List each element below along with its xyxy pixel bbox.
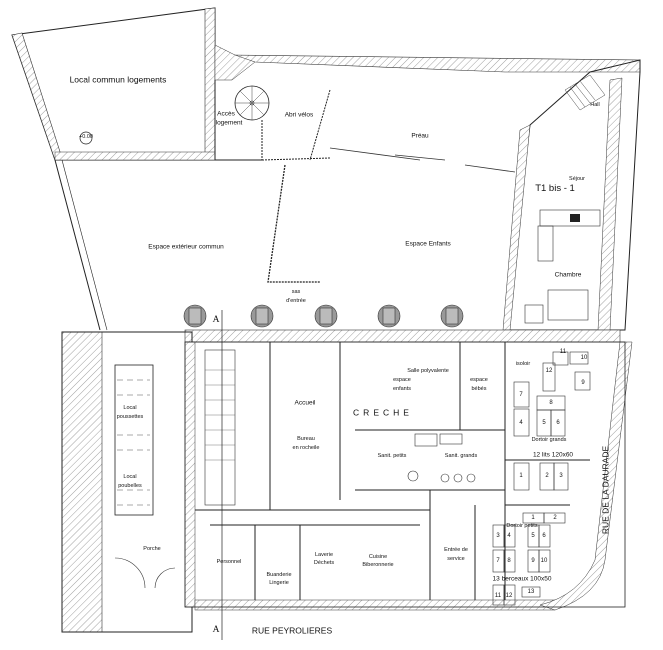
room-cuisine-1: Cuisine	[368, 554, 388, 561]
room-bureau-1: Bureau	[297, 436, 315, 443]
room-salle-polyvalente: Salle polyvalente	[407, 368, 449, 375]
bed-number: 11	[494, 593, 502, 599]
bed-number: 8	[549, 400, 553, 406]
bed-number: 7	[519, 392, 523, 398]
apartment-t1bis	[502, 59, 641, 331]
room-espace-bebes-2: bébés	[471, 386, 487, 393]
planter-icon	[183, 304, 464, 328]
bed-number: 12	[545, 368, 553, 374]
room-espace-enfants-int-1: espace	[393, 377, 411, 384]
beds-grands-caption: 12 lits 120x60	[532, 451, 574, 459]
room-preau: Préau	[411, 132, 429, 140]
room-sas-2: d'entrée	[286, 298, 306, 305]
bed-number: 1	[531, 515, 535, 521]
beds-petits-caption: 13 berceaux 100x50	[492, 575, 552, 583]
bed-number: 1	[519, 473, 523, 479]
room-espace-enfants: Espace Enfants	[405, 240, 451, 248]
apartment-label: T1 bis - 1	[535, 183, 575, 195]
room-entree-service-1: Entrée de	[444, 547, 468, 554]
bed-number: 4	[519, 420, 523, 426]
bed-number: 6	[542, 533, 546, 539]
room-acces-logement-1: Accès	[217, 110, 235, 118]
spot-height-icon	[79, 131, 93, 145]
bed-number: 10	[540, 558, 548, 564]
room-personnel: Personnel	[216, 559, 242, 566]
room-buanderie-1: Buanderie	[266, 572, 292, 579]
room-dortoir-grands: Dortoir grands	[531, 437, 567, 444]
room-sanit-grands: Sanit. grands	[444, 453, 478, 460]
room-bureau-2: en rocheile	[292, 445, 320, 452]
room-sas-1: sas	[291, 289, 301, 296]
bed-number: 9	[581, 380, 585, 386]
spot-height: +0.00	[79, 134, 93, 141]
bed-number: 5	[542, 420, 546, 426]
room-sanit-petits: Sanit. petits	[377, 453, 407, 460]
room-local-commun: Local commun logements	[69, 74, 167, 85]
bed-number: 6	[556, 420, 560, 426]
bed-number: 12	[505, 593, 513, 599]
room-espace-bebes-1: espace	[470, 377, 488, 384]
room-hall: Hall	[590, 102, 600, 109]
room-sejour: Séjour	[569, 176, 585, 183]
main-building	[61, 329, 633, 633]
room-laverie-1: Laverie	[314, 552, 334, 559]
bed-number: 2	[553, 515, 557, 521]
room-buanderie-2: Lingerie	[269, 580, 289, 587]
bed-number: 13	[527, 589, 535, 595]
bed-number: 3	[559, 473, 563, 479]
bed-number: 8	[507, 558, 511, 564]
room-isoloir: isoloir	[515, 361, 531, 368]
room-espace-exterieur: Espace extérieur commun	[148, 243, 224, 251]
bed-number: 7	[496, 558, 500, 564]
bed-number: 2	[545, 473, 549, 479]
bed-number: 4	[507, 533, 511, 539]
room-acces-logement-2: logement	[215, 119, 243, 127]
room-abri-velos: Abri vélos	[284, 111, 314, 119]
page-title: CRECHE	[353, 407, 413, 418]
room-local-poussettes-1: Local	[123, 405, 137, 412]
room-accueil: Accueil	[294, 399, 316, 407]
room-entree-service-2: service	[447, 556, 465, 563]
street-east: RUE DE LA DAURADE	[600, 445, 611, 535]
room-local-poubelles-1: Local	[123, 474, 137, 481]
room-chambre: Chambre	[554, 271, 582, 279]
bed-number: 5	[531, 533, 535, 539]
street-south: RUE PEYROLIERES	[251, 625, 333, 636]
room-local-poussettes-2: poussettes	[116, 414, 144, 421]
section-marker-top: A	[212, 315, 220, 326]
room-local-poubelles-2: poubelles	[118, 483, 142, 490]
room-laverie-2: Déchets	[313, 560, 335, 567]
section-marker-bottom: A	[212, 625, 220, 636]
room-dortoir-petits: Dortoir petits	[506, 523, 538, 530]
bed-number: 3	[496, 533, 500, 539]
bed-number: 11	[559, 349, 567, 355]
room-espace-enfants-int-2: enfants	[392, 386, 412, 393]
room-porche: Porche	[143, 546, 161, 553]
bed-number: 10	[580, 355, 588, 361]
spiral-stair-icon	[234, 85, 270, 121]
room-cuisine-2: Biberonnerie	[362, 562, 394, 569]
bed-number: 9	[531, 558, 535, 564]
planter-row	[183, 304, 464, 328]
